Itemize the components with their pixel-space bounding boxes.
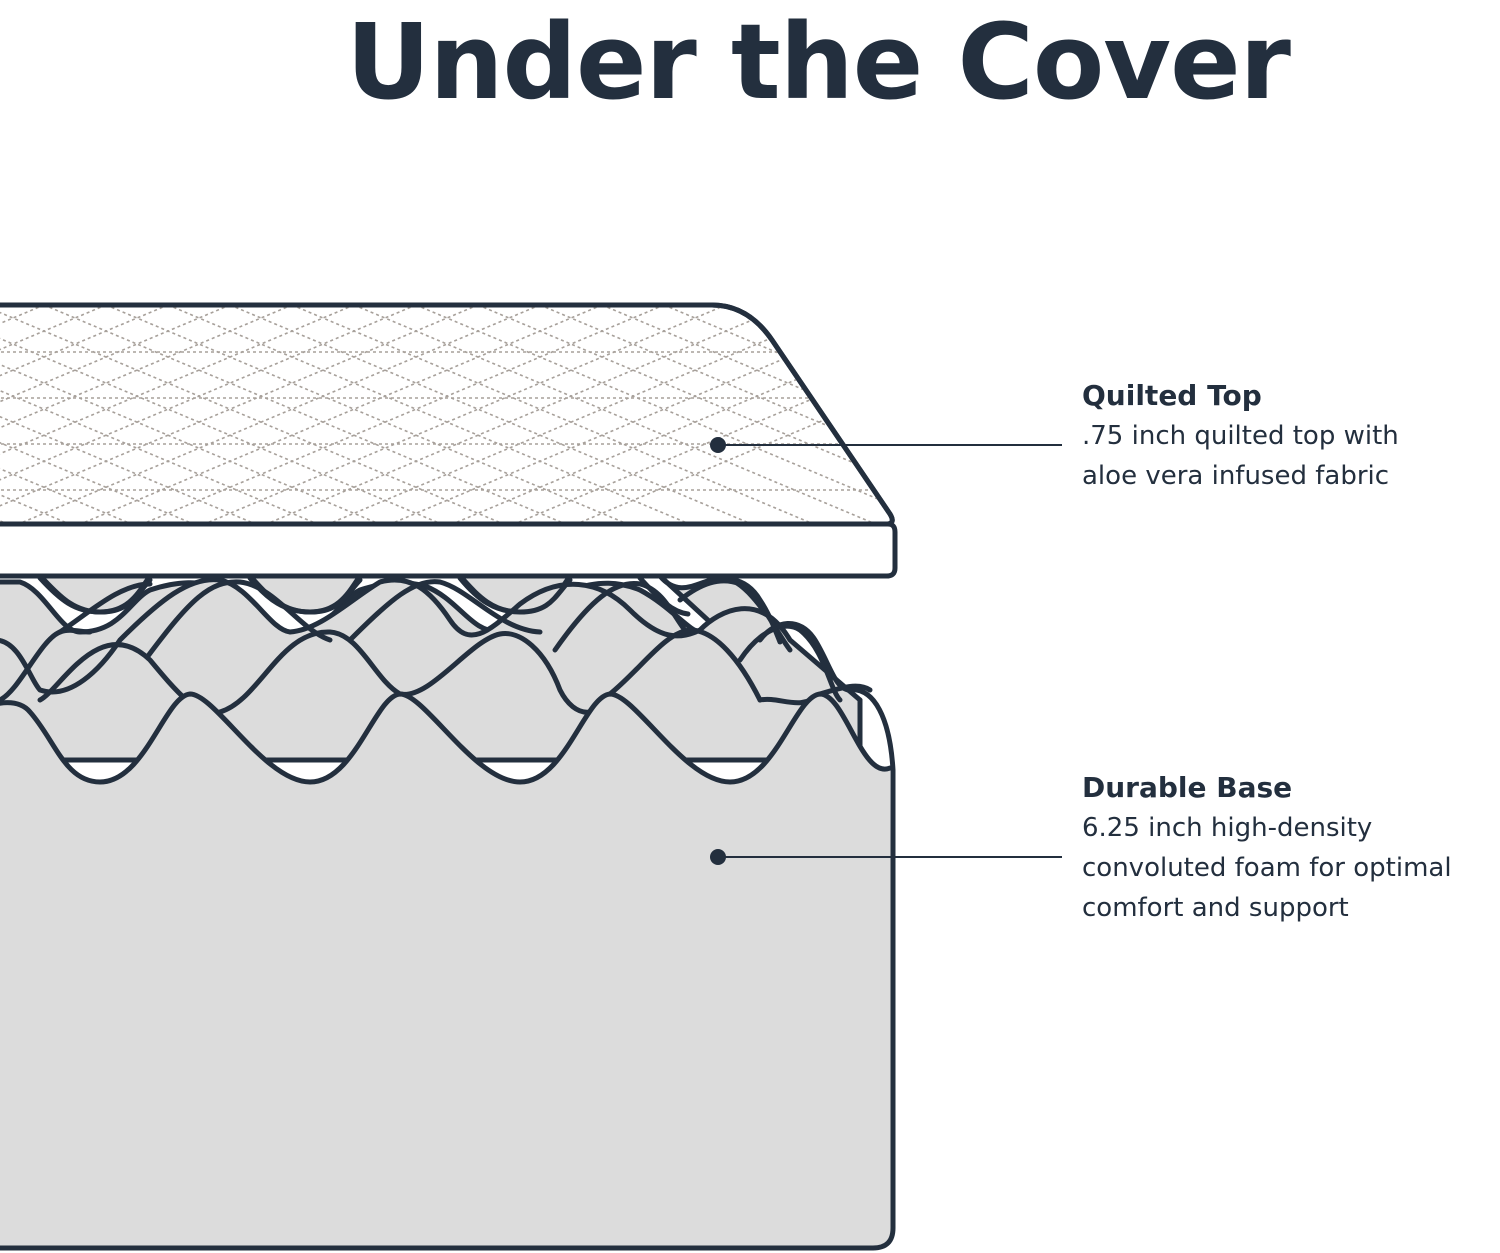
quilt-stitch-line [0, 305, 442, 524]
quilt-stitch-line [390, 305, 890, 524]
durable-base-marker [710, 849, 726, 865]
quilt-stitch-line [229, 305, 752, 524]
durable-base-heading: Durable Base [1082, 771, 1293, 804]
durable-base-description: 6.25 inch high-density convoluted foam f… [1082, 813, 1452, 923]
quilt-stitch-line [167, 305, 690, 524]
quilt-stitch-line [0, 305, 504, 524]
quilt-stitch-line [328, 305, 851, 524]
quilt-stitch-line [0, 305, 479, 524]
quilt-stitch-line [266, 305, 789, 524]
quilted-top-surface [0, 302, 895, 527]
quilt-stitch-line [43, 305, 566, 524]
durable-base-leader [710, 849, 1062, 865]
quilt-stitch-line [0, 305, 380, 524]
quilt-stitch-line [0, 305, 318, 524]
quilted-top-description: .75 inch quilted top with aloe vera infu… [1082, 421, 1399, 491]
foam-front-ridge [0, 691, 893, 785]
quilted-top-front-edge [0, 521, 898, 579]
durable-base-callout: Durable Base 6.25 inch high-density conv… [1082, 768, 1498, 928]
quilt-stitch-line [80, 305, 603, 524]
quilt-stitch-line [18, 305, 541, 524]
quilt-stitch-line [0, 305, 417, 524]
quilted-top-heading: Quilted Top [1082, 379, 1262, 412]
quilt-stitch-line [353, 305, 876, 524]
quilt-stitch-line [452, 305, 890, 524]
page-title: Under the Cover [346, 1, 1291, 123]
foam-right-crest-mid [697, 576, 783, 645]
quilt-stitch-pattern [0, 305, 890, 524]
foam-right-edge [0, 687, 896, 1251]
quilted-top-layer [0, 302, 898, 579]
quilt-stitch-line [539, 305, 890, 524]
durable-base-layer [0, 573, 896, 1251]
quilt-stitch-line [105, 305, 628, 524]
quilt-stitch-line [514, 305, 890, 524]
quilted-top-marker [710, 437, 726, 453]
quilt-stitch-line [291, 305, 814, 524]
quilt-stitch-line [477, 305, 890, 524]
quilt-stitch-line [0, 305, 355, 524]
foam-ridge-lines [0, 575, 873, 716]
quilt-stitch-line [0, 305, 293, 524]
quilt-stitch-line [204, 305, 727, 524]
quilted-top-callout: Quilted Top .75 inch quilted top with al… [1082, 376, 1498, 496]
quilted-top-leader [710, 437, 1062, 453]
quilt-stitch-line [415, 305, 890, 524]
quilt-stitch-line [142, 305, 665, 524]
